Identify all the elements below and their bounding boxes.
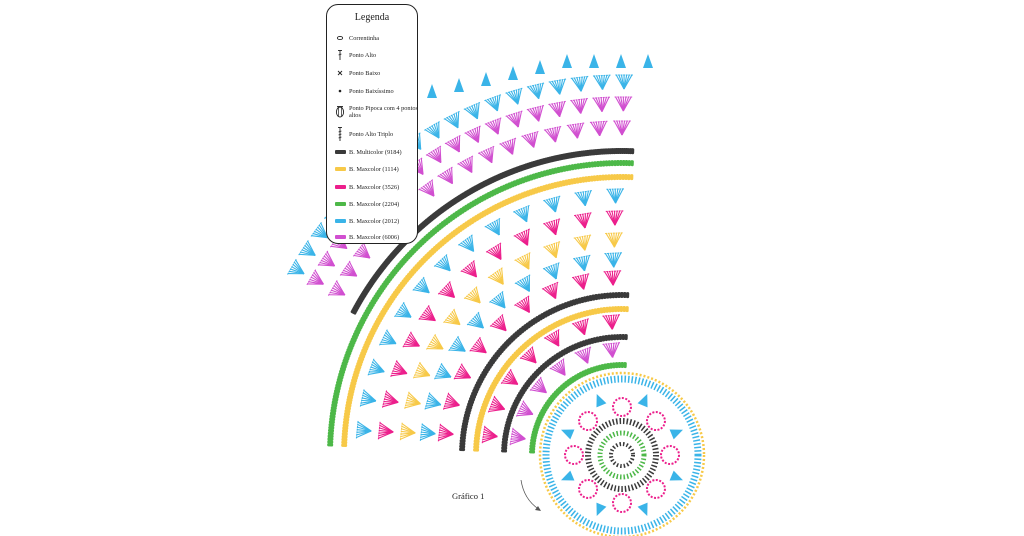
ring-blue: [542, 375, 702, 535]
fan-tip: [427, 84, 437, 98]
legend-label: B. Maxcolor (6006): [349, 233, 400, 241]
color-swatch: [334, 202, 346, 206]
ring-core: [609, 442, 635, 468]
legend-item-color-2204: B. Maxcolor (2204): [333, 198, 419, 210]
petal: [612, 397, 632, 417]
legend-item-double-crochet: Ponto Alto: [333, 49, 419, 61]
legend-label: B. Multicolor (9184): [349, 148, 402, 156]
spike: [669, 429, 683, 440]
legend-item-popcorn: Ponto Pipoca com 4 pontos altos: [333, 102, 419, 122]
slip-stitch-icon: [333, 87, 347, 95]
petal: [645, 478, 666, 499]
stitch-row: [341, 174, 634, 447]
legend-label: Ponto Alto Triplo: [349, 130, 394, 138]
legend-item-slip-stitch: Ponto Baixíssimo: [333, 85, 419, 97]
stitch-row: [501, 334, 628, 453]
color-swatch: [334, 235, 346, 239]
stitch-row: [459, 291, 630, 452]
fan-tip: [562, 54, 572, 68]
legend-label: B. Maxcolor (2204): [349, 200, 400, 208]
chart-caption: Gráfico 1: [452, 491, 485, 501]
ring-yellow: [538, 371, 706, 536]
legend-label: Ponto Alto: [349, 51, 377, 59]
legend-item-color-1114: B. Maxcolor (1114): [333, 163, 419, 175]
petal: [612, 493, 632, 513]
stitch-row: [473, 305, 629, 452]
legend-label: B. Maxcolor (2012): [349, 217, 400, 225]
stitch-row: [437, 270, 622, 442]
spike: [561, 429, 575, 440]
legend-label: B. Maxcolor (3526): [349, 183, 400, 191]
legend-item-single-crochet: Ponto Baixo: [333, 67, 419, 79]
stitch-row: [529, 361, 627, 454]
petal: [564, 445, 584, 465]
fan-tip: [508, 66, 518, 80]
petal: [578, 478, 599, 499]
legend-item-color-9184: B. Multicolor (9184): [333, 146, 419, 158]
stitch-row: [481, 314, 621, 444]
legend-item-color-6006: B. Maxcolor (6006): [333, 231, 419, 243]
chain-stitch-icon: [333, 35, 347, 41]
petal: [578, 411, 599, 432]
fan-tip: [481, 72, 491, 86]
stitch-row: [419, 252, 623, 441]
legend-label: Ponto Baixíssimo: [349, 87, 394, 95]
legend-label: B. Maxcolor (1114): [349, 165, 399, 173]
arrow-head-icon: [535, 506, 541, 511]
stitch-row: [377, 210, 624, 440]
fan-tip: [454, 78, 464, 92]
color-swatch: [334, 167, 346, 171]
direction-arrow-icon: [520, 479, 541, 511]
fan-tip: [643, 54, 653, 68]
legend-item-color-2012: B. Maxcolor (2012): [333, 215, 419, 227]
spike: [596, 502, 607, 516]
legend-item-color-3526: B. Maxcolor (3526): [333, 181, 419, 193]
petal: [645, 411, 666, 432]
legend-box: Legenda Correntinha Ponto Alto Ponto Bai…: [326, 4, 418, 244]
ring-dark: [585, 418, 659, 492]
color-swatch: [334, 150, 346, 154]
treble-crochet-icon: [333, 126, 347, 142]
spike: [637, 394, 648, 408]
popcorn-stitch-icon: [333, 105, 347, 119]
stitch-row: [355, 188, 625, 439]
stitch-row: [399, 232, 623, 441]
petal: [660, 445, 680, 465]
legend-label: Ponto Baixo: [349, 69, 381, 77]
double-crochet-icon: [333, 49, 347, 61]
legend-label: Correntinha: [349, 34, 380, 42]
legend-item-chain: Correntinha: [333, 32, 419, 44]
legend-label: Ponto Pipoca com 4 pontos altos: [349, 105, 418, 119]
single-crochet-icon: [333, 69, 347, 77]
legend-title: Legenda: [354, 12, 390, 23]
legend-item-treble: Ponto Alto Triplo: [333, 126, 419, 142]
spike: [637, 502, 648, 516]
color-swatch: [334, 219, 346, 223]
stitch-row: [509, 342, 621, 446]
spike: [669, 470, 683, 481]
fan-tip: [589, 54, 599, 68]
fan-tip: [535, 60, 545, 74]
fan-tip: [616, 54, 626, 68]
color-swatch: [334, 185, 346, 189]
spike: [596, 394, 607, 408]
ring-green: [597, 430, 647, 480]
stitch-row: [327, 160, 634, 447]
spike: [561, 470, 575, 481]
